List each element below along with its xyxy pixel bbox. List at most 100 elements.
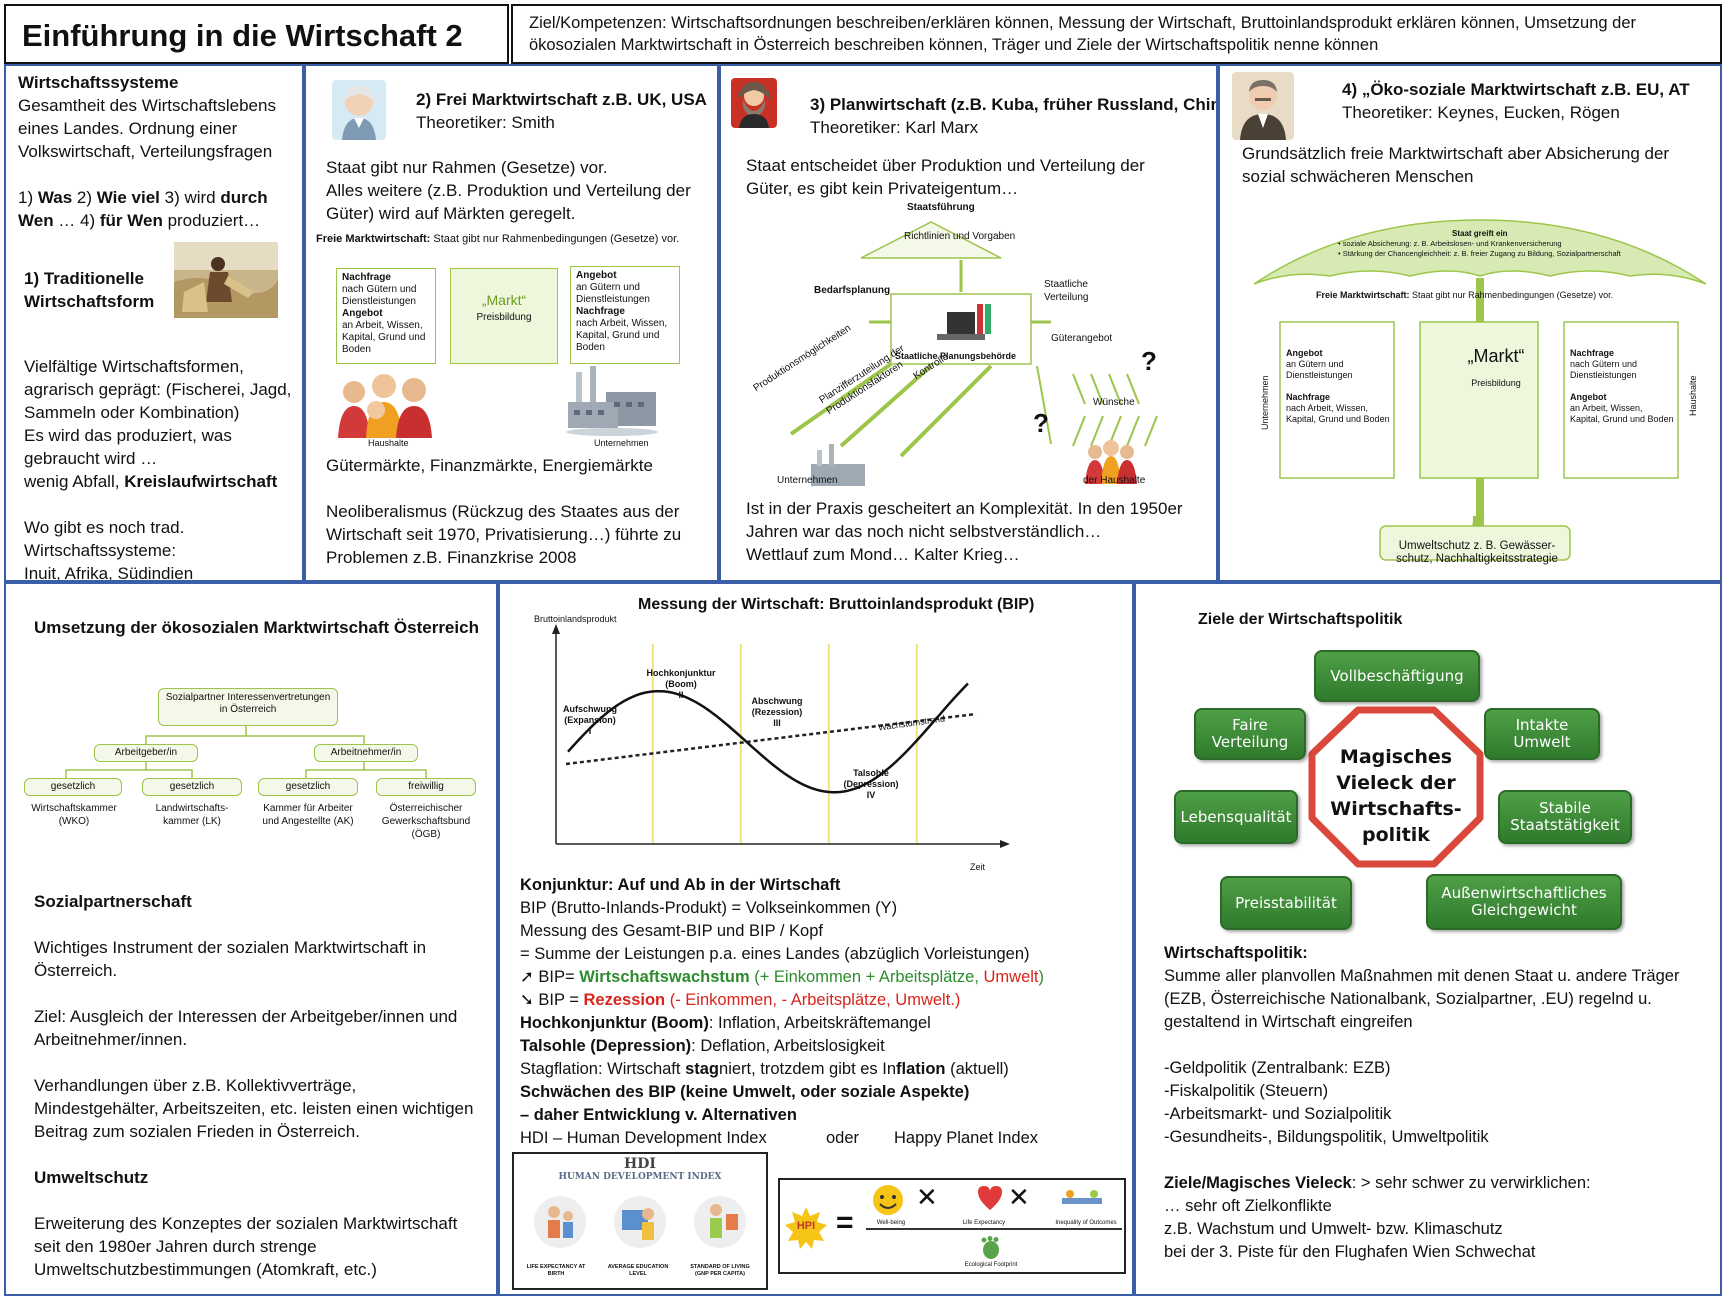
goals-text: Ziel/Kompetenzen: Wirtschaftsordnungen b… — [529, 14, 1636, 54]
ziele-heading: Ziele der Wirtschaftspolitik — [1198, 611, 1403, 628]
org-lk: Landwirtschafts-kammer (LK) — [155, 803, 229, 827]
oeko-preisbildung: Preisbildung — [1471, 378, 1521, 388]
hpi-graphic: HPI = ✕ ✕ Well-being Life Expectancy Ine… — [778, 1178, 1126, 1274]
bip-line-1: BIP (Brutto-Inlands-Produkt) = Volkseink… — [520, 899, 898, 917]
plan-gueterangebot: Güterangebot — [1051, 333, 1113, 344]
plan-question-2: ? — [1033, 408, 1049, 438]
oeko-theorist: Theoretiker: Keynes, Eucken, Rögen — [1342, 103, 1620, 122]
mv-line-2: … sehr oft Zielkonflikte — [1164, 1197, 1332, 1215]
plan-bedarfsplanung: Bedarfsplanung — [814, 285, 891, 296]
goal-lebensqualitaet: Lebensqualität — [1174, 790, 1298, 844]
freie-neolib: Neoliberalismus (Rückzug des Staates aus… — [326, 502, 682, 567]
plan-diagram — [789, 221, 1158, 486]
sozialpartnerschaft-2: Ziel: Ausgleich der Interessen der Arbei… — [34, 1007, 458, 1049]
plan-unternehmen-label: Unternehmen — [777, 475, 838, 486]
freie-markets: Gütermärkte, Finanzmärkte, Energiemärkte — [326, 456, 653, 475]
org-wko: Wirtschaftskammer (WKO) — [31, 803, 117, 827]
goal-aussenwirtschaft: Außenwirtschaftliches Gleichgewicht — [1426, 874, 1622, 930]
traditionelle-heading: 1) Traditionelle Wirtschaftsform — [24, 269, 155, 311]
factory-image — [566, 366, 658, 436]
plan-behoerde: Staatliche Planungsbehörde — [895, 351, 1017, 361]
bip-recession-line: ➘ BIP = Rezession (- Einkommen, - Arbeit… — [520, 991, 961, 1009]
chart-xaxis-label: Zeit — [970, 862, 986, 872]
hpi-wellbeing: Well-being — [876, 1220, 906, 1226]
wp-list-4: -Gesundheits-, Bildungspolitik, Umweltpo… — [1164, 1128, 1489, 1146]
umweltschutz-heading: Umweltschutz — [34, 1168, 149, 1187]
oeko-markt: „Markt“ — [1467, 346, 1525, 366]
wko-legal: gesetzlich — [24, 778, 122, 796]
mv-line-1: Ziele/Magisches Vieleck: > sehr schwer z… — [1164, 1174, 1591, 1192]
goal-preisstabilitaet: Preisstabilität — [1220, 876, 1352, 930]
hdi-cap-2: AVERAGE EDUCATION LEVEL — [607, 1264, 669, 1277]
panel-ziele: Ziele der Wirtschaftspolitik Magisches V… — [1134, 582, 1722, 1296]
panel-oekosozial: 4) „Öko-soziale Marktwirtschaft z.B. EU,… — [1218, 64, 1722, 582]
bip-weak-2: – daher Entwicklung v. Alternativen — [520, 1106, 797, 1124]
bip-text-block: Konjunktur: Auf und Ab in der Wirtschaft… — [520, 874, 1120, 1150]
umbrella-line-1: • soziale Absicherung: z. B. Arbeitslose… — [1338, 239, 1562, 248]
sozialpartnerschaft-heading: Sozialpartnerschaft — [34, 892, 192, 911]
plan-richtlinien: Richtlinien und Vorgaben — [904, 231, 1016, 242]
plan-heading: 3) Planwirtschaft (z.B. Kuba, früher Rus… — [810, 95, 1218, 114]
bip-growth-line: ➚ BIP= Wirtschaftswachstum (+ Einkommen … — [520, 968, 1045, 986]
hpi-footprint-icon — [981, 1236, 999, 1259]
plan-question-1: ? — [1141, 346, 1157, 376]
freie-text: Staat gibt nur Rahmen (Gesetze) vor. All… — [326, 158, 691, 223]
trend-line — [565, 712, 977, 766]
y-axis-arrow — [552, 624, 560, 634]
hpi-equals: = — [836, 1206, 854, 1239]
panel-oesterreich: Umsetzung der ökosozialen Marktwirtschaf… — [4, 582, 498, 1296]
hpi-footprint: Ecological Footprint — [964, 1262, 1018, 1268]
x-axis-arrow — [1000, 840, 1010, 848]
goal-faire-verteilung: Faire Verteilung — [1194, 708, 1306, 760]
plan-wuensche: Wünsche — [1093, 397, 1135, 408]
wp-list-1: -Geldpolitik (Zentralbank: EZB) — [1164, 1059, 1391, 1077]
phase-aufschwung: Aufschwung (Expansion) I — [563, 704, 617, 736]
freie-theorist: Theoretiker: Smith — [416, 113, 555, 132]
panel-planwirtschaft: 3) Planwirtschaft (z.B. Kuba, früher Rus… — [719, 64, 1218, 582]
magic-polygon-label: Magisches Vieleck der Wirtschafts-politi… — [1330, 746, 1462, 846]
cycle-curve — [567, 682, 969, 794]
phase-abschwung: Abschwung (Rezession) III — [751, 696, 803, 728]
smith-portrait — [332, 80, 386, 140]
goals-box: Ziel/Kompetenzen: Wirtschaftsordnungen b… — [511, 4, 1722, 64]
freie-haushalte-label: Haushalte — [368, 438, 409, 448]
bip-heading: Messung der Wirtschaft: Bruttoinlandspro… — [638, 596, 1035, 613]
plan-haushalte-label: der Haushalte — [1083, 475, 1146, 486]
hpi-times-1: ✕ — [916, 1182, 938, 1212]
mv-line-4: bei der 3. Piste für den Flughafen Wien … — [1164, 1243, 1536, 1261]
arbeitnehmer-node: Arbeitnehmer/in — [314, 744, 418, 762]
bip-weak-1: Schwächen des BIP (keine Umwelt, oder so… — [520, 1083, 970, 1101]
oeko-unternehmen-side: Unternehmen — [1260, 375, 1270, 430]
plan-verteilung: Staatliche Verteilung — [1044, 279, 1089, 303]
plan-theorist: Theoretiker: Karl Marx — [810, 118, 979, 137]
lk-legal: gesetzlich — [142, 778, 242, 796]
hpi-label: HPI — [796, 1220, 816, 1232]
oeko-umweltschutz: Umweltschutz z. B. Gewässer-schutz, Nach… — [1396, 540, 1558, 565]
org-ak: Kammer für Arbeiter und Angestellte (AK) — [262, 803, 354, 827]
mv-line-3: z.B. Wachstum und Umwelt- bzw. Klimaschu… — [1164, 1220, 1503, 1238]
oeko-fig-caption: Freie Marktwirtschaft: Staat gibt nur Ra… — [1316, 290, 1614, 300]
plan-staatsfuehrung: Staatsführung — [907, 202, 975, 213]
bip-line-2: Messung des Gesamt-BIP und BIP / Kopf — [520, 922, 823, 940]
sozialpartner-tree-lines — [65, 726, 427, 778]
bip-line-3: = Summe der Leistungen p.a. eines Landes… — [520, 945, 1030, 963]
oesterreich-heading: Umsetzung der ökosozialen Marktwirtschaf… — [34, 618, 479, 637]
hdi-icons — [534, 1196, 746, 1248]
farmer-photo — [174, 242, 278, 318]
hpi-inequality: Inequality of Outcomes — [1055, 1220, 1117, 1226]
arbeitgeber-node: Arbeitgeber/in — [94, 744, 198, 762]
keynes-portrait — [1232, 72, 1294, 140]
marx-portrait — [731, 78, 777, 128]
bip-boom-line: Hochkonjunktur (Boom): Inflation, Arbeit… — [520, 1014, 931, 1032]
goal-stabile-staatstaetigkeit: Stabile Staatstätigkeit — [1498, 790, 1632, 844]
traditionelle-where: Wo gibt es noch trad. Wirtschaftssysteme… — [24, 518, 194, 582]
sozialpartnerschaft-1: Wichtiges Instrument der sozialen Marktw… — [34, 938, 427, 980]
magic-polygon-shape — [1308, 706, 1484, 868]
panel-freie-marktwirtschaft: 2) Frei Marktwirtschaft z.B. UK, USA The… — [304, 64, 719, 582]
umbrella-line-2: • Stärkung der Chancengleichheit: z. B. … — [1338, 249, 1621, 258]
sozialpartnerschaft-3: Verhandlungen über z.B. Kollektivverträg… — [34, 1076, 474, 1141]
phase-talsohle: Talsohle (Depression) IV — [843, 768, 899, 800]
umbrella-heading: Staat greift ein — [1452, 229, 1508, 238]
oeko-heading: 4) „Öko-soziale Marktwirtschaft z.B. EU,… — [1342, 80, 1690, 99]
